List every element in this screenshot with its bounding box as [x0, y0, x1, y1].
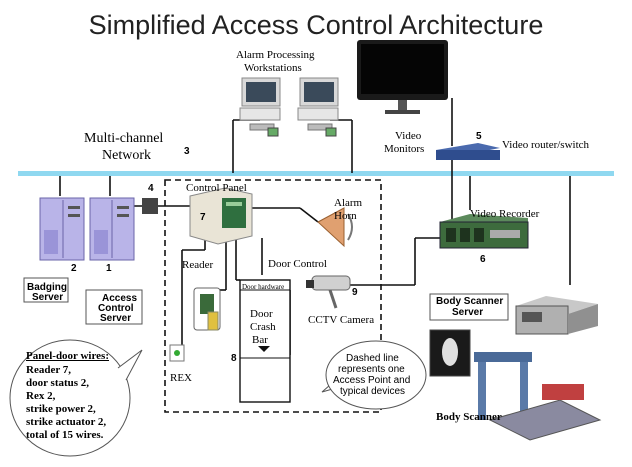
door-control-label: Door Control	[268, 258, 327, 270]
body-scanner-server-label-line2: Server	[452, 307, 484, 318]
callout-number-5: 5	[476, 131, 482, 142]
dashed-note-line4: typical devices	[340, 386, 406, 397]
access-control-server-icon	[89, 197, 135, 261]
video-recorder-icon	[439, 214, 529, 249]
video-recorder-label: Video Recorder	[470, 208, 540, 220]
control-panel-icon	[189, 187, 253, 245]
diagram-title: Simplified Access Control Architecture	[88, 10, 544, 40]
dashed-note-line1: Dashed line	[346, 353, 399, 364]
door-hardware-icon	[239, 279, 291, 403]
card-reader-icon	[193, 287, 221, 331]
horn-label: Horn	[334, 210, 357, 222]
callout-number-1: 1	[106, 263, 112, 274]
badging-server-label-box	[23, 277, 69, 303]
dashed-note-line3: Access Point and	[333, 375, 411, 386]
reader-label: Reader	[182, 259, 214, 271]
badging-server-label-line1: Badging	[27, 282, 67, 293]
badging-server-icon	[39, 197, 85, 261]
body-scanner-server-label-line1: Body Scanner	[436, 296, 504, 307]
body-scanner-server-icon	[515, 296, 598, 335]
callout-number-9: 9	[352, 287, 358, 298]
multi-channel-label: Multi-channel	[84, 131, 164, 146]
video-monitor-icon	[357, 40, 448, 114]
panel-door-wires-line1: Reader 7,	[26, 364, 72, 376]
callout-number-3: 3	[184, 146, 190, 157]
panel-door-wires-title: Panel-door wires:	[26, 350, 109, 362]
video-monitors-label-line2: Monitors	[384, 143, 425, 155]
callout-number-8: 8	[231, 353, 237, 364]
network-bus	[18, 171, 614, 176]
access-control-server-label-line2: Control	[98, 303, 134, 314]
workstations-label: Workstations	[244, 62, 302, 74]
panel-door-wires-callout	[9, 339, 143, 457]
cctv-camera-icon	[306, 275, 351, 309]
body-scanner-label: Body Scanner	[436, 411, 502, 423]
network-connector-icon	[142, 198, 158, 214]
dashed-note-line2: represents one	[338, 364, 405, 375]
video-router-icon	[436, 143, 500, 160]
callout-number-7: 7	[200, 212, 206, 223]
body-scanner-icon	[429, 329, 602, 441]
video-router-label: Video router/switch	[502, 139, 590, 151]
alarm-label: Alarm	[334, 197, 363, 209]
access-control-server-label-line3: Server	[100, 313, 132, 324]
panel-door-wires-line4: strike power 2,	[26, 403, 96, 415]
panel-door-wires-line2: door status 2,	[26, 377, 90, 389]
door-crash-bar-label-line3: Bar	[252, 334, 268, 346]
workstation-icon	[239, 77, 281, 137]
control-panel-label: Control Panel	[186, 182, 247, 194]
badging-server-label-line2: Server	[32, 292, 64, 303]
callout-number-6: 6	[480, 254, 486, 265]
door-crash-bar-label-line2: Crash	[250, 321, 276, 333]
panel-door-wires-line5: strike actuator 2,	[26, 416, 107, 428]
cctv-camera-label: CCTV Camera	[308, 314, 375, 326]
access-control-server-label-line1: Access	[102, 293, 138, 304]
callout-number-2: 2	[71, 263, 77, 274]
panel-door-wires-line6: total of 15 wires.	[26, 429, 104, 441]
workstation-icon	[297, 77, 339, 137]
network-label: Network	[102, 148, 151, 163]
body-scanner-server-label-box	[429, 293, 509, 321]
alarm-horn-icon	[317, 207, 353, 248]
callout-number-4: 4	[148, 183, 154, 194]
access-control-server-label-box	[85, 289, 143, 325]
access-point-boundary	[164, 179, 382, 413]
door-crash-bar-label-line1: Door	[250, 308, 273, 320]
rex-label: REX	[170, 372, 192, 384]
rex-button-icon	[169, 344, 185, 362]
panel-door-wires-line3: Rex 2,	[26, 390, 56, 402]
door-hardware-label: Door hardware	[242, 283, 285, 291]
alarm-processing-label: Alarm Processing	[236, 49, 315, 61]
video-monitors-label-line1: Video	[395, 130, 422, 142]
dashed-line-note-callout	[321, 340, 427, 410]
